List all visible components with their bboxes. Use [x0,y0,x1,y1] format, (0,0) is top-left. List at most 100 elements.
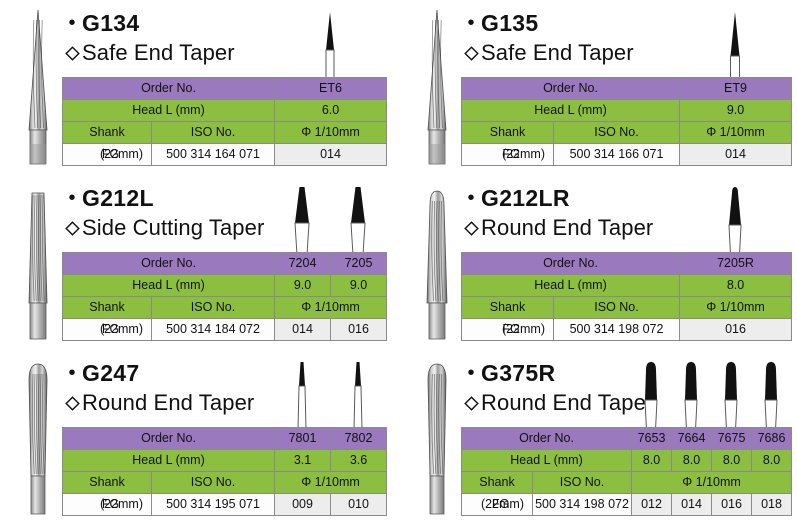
label-head-length: Head L (mm) [460,99,681,122]
diamond-icon [62,220,82,236]
iso-no-value: 500 314 198 072 [552,318,681,341]
bur-icon-strip [679,10,791,82]
bullet-icon: • [467,12,475,34]
label-head-length: Head L (mm) [61,274,276,297]
diameter-value: 018 [751,493,793,516]
table-row-order-no: Order No.ET6 [61,77,388,100]
bur-icon-7664 [671,360,711,432]
head-length-value: 8.0 [631,449,673,472]
iso-no-value: 500 314 164 071 [150,143,276,166]
diamond-icon [461,220,481,236]
label-diameter: Φ 1/10mm [274,296,388,319]
bullet-icon: • [68,12,76,34]
shank-length: (22mm) [99,322,143,336]
product-description: Round End Taper [481,215,654,240]
product-description-line: Round End Taper [461,213,711,243]
bur-photo-round-end-taper-fluted [413,354,461,520]
table-row-head-length: Head L (mm)8.0 [460,274,793,297]
bur-photo-side-cutting-taper [14,179,62,345]
label-shank: Shank [461,296,554,319]
label-iso-no: ISO No. [552,121,681,144]
bullet-icon: • [68,187,76,209]
product-code: G134 [82,9,140,36]
bullet-icon: • [467,187,475,209]
product-description-line: Round End Taper [62,388,312,418]
title-block: • G212L Side Cutting Taper [62,183,312,243]
label-diameter: Φ 1/10mm [631,471,793,494]
shank-value: FG(22mm) [62,493,152,516]
head-length-value: 8.0 [671,449,713,472]
product-code-line: • G212LR [461,183,711,213]
shank-value: FG(22mm) [461,143,554,166]
product-code: G212LR [481,184,570,211]
order-no-value: 7801 [274,427,332,450]
product-description: Side Cutting Taper [82,215,265,240]
bur-icon-strip [631,360,791,432]
iso-no-value: 500 314 184 072 [150,318,276,341]
bur-icon-et6 [274,10,386,82]
diameter-value: 014 [274,318,332,341]
bur-icon-7801 [274,360,330,432]
label-head-length: Head L (mm) [460,449,633,472]
diamond-icon [461,45,481,61]
bur-icon-7205r [679,185,791,257]
label-shank: Shank [461,121,554,144]
product-code: G212L [82,184,154,211]
bur-icon-7802 [330,360,386,432]
product-description-line: Safe End Taper [461,38,711,68]
shank-value: FG(22mm) [461,493,533,516]
shank-type: FG [101,322,120,336]
label-order-no: Order No. [61,427,276,450]
bur-icon-strip [679,185,791,257]
iso-no-value: 500 314 198 072 [531,493,633,516]
product-description-line: Safe End Taper [62,38,312,68]
diameter-value: 009 [274,493,332,516]
order-no-value: 7664 [671,427,713,450]
product-description: Round End Taper [481,390,654,415]
order-no-value: 7675 [711,427,753,450]
label-diameter: Φ 1/10mm [679,296,793,319]
product-description-line: Round End Taper [461,388,711,418]
bur-icon-strip [274,10,386,82]
shank-type: FG [491,497,510,511]
bur-icon-strip [274,360,386,432]
label-iso-no: ISO No. [150,296,276,319]
iso-no-value: 500 314 166 071 [552,143,681,166]
order-no-value: 7802 [330,427,388,450]
diameter-value: 016 [330,318,388,341]
table-row-head-length: Head L (mm)9.0 [460,99,793,122]
diameter-value: 016 [711,493,753,516]
head-length-value: 6.0 [274,99,388,122]
title-block: • G212LR Round End Taper [461,183,711,243]
bur-icon-strip [274,185,386,257]
shank-length: (22mm) [480,497,524,511]
bur-photo-round-end-taper [413,179,461,345]
label-shank: Shank [62,296,152,319]
diameter-value: 014 [671,493,713,516]
head-length-value: 9.0 [274,274,332,297]
bur-icon-7675 [711,360,751,432]
shank-type: FG [502,322,520,336]
label-diameter: Φ 1/10mm [274,471,388,494]
label-iso-no: ISO No. [531,471,633,494]
label-shank: Shank [461,471,533,494]
order-no-value: 7653 [631,427,673,450]
bur-icon-7205 [330,185,386,257]
